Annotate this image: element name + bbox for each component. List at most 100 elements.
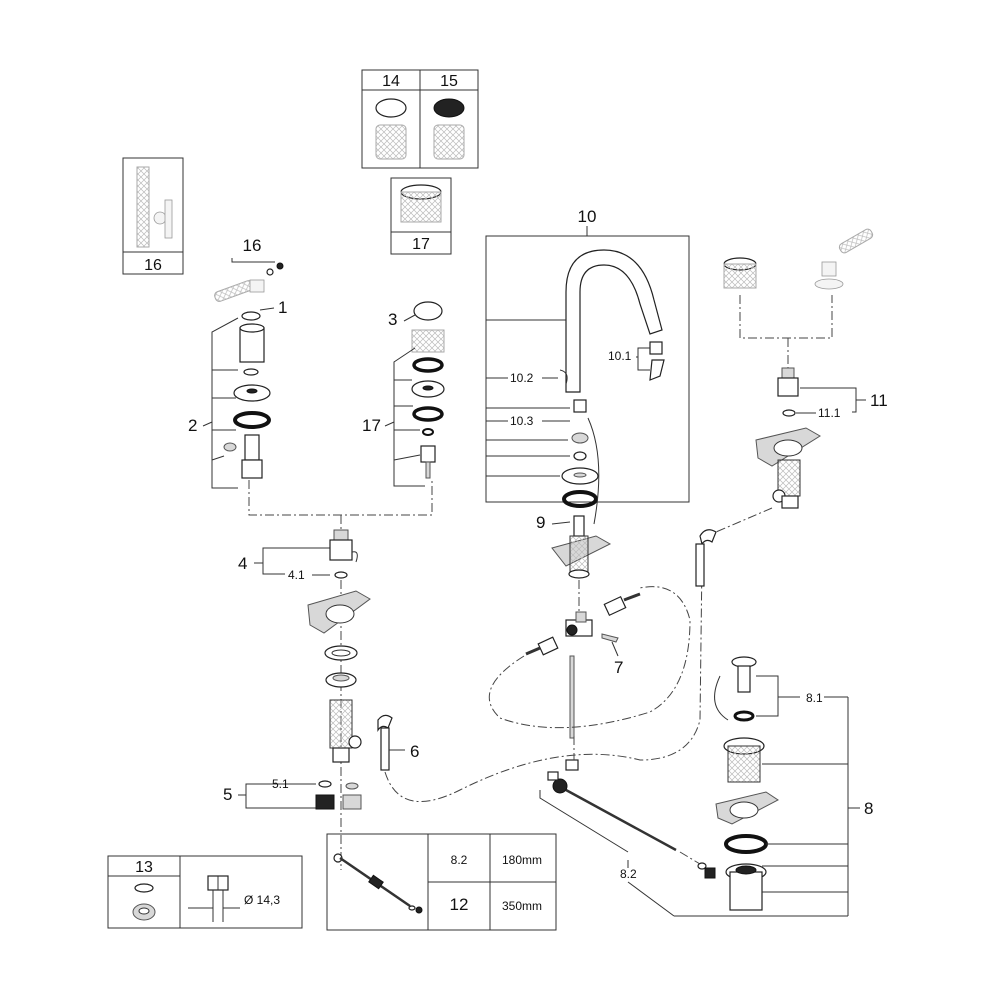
- table-row2-code: 12: [450, 895, 469, 914]
- nut-icon: [132, 903, 156, 921]
- label-17: 17: [362, 416, 381, 435]
- o-ring-icon: [233, 411, 271, 429]
- washer-icon: [243, 368, 259, 376]
- label-5-1: 5.1: [272, 777, 289, 791]
- hole-diameter-label: Ø 14,3: [244, 893, 280, 907]
- deck-plate-icon: [307, 590, 371, 634]
- knurled-knob-icon: [723, 257, 757, 289]
- cap-black-icon: [433, 98, 465, 118]
- o-ring-icon: [562, 490, 598, 508]
- label-3: 3: [388, 310, 397, 329]
- hole-dimension-icon: [188, 875, 240, 922]
- knob-knurled-icon: [433, 124, 465, 160]
- nut-icon: [241, 311, 261, 321]
- o-ring-icon: [733, 710, 755, 722]
- knob-assembly: 3 17: [362, 301, 445, 487]
- label-11-1: 11.1: [818, 406, 841, 420]
- nut-icon: [573, 399, 587, 413]
- box-14-15: 14 15: [361, 69, 479, 169]
- label-10-3: 10.3: [510, 414, 534, 428]
- box-14-number: 14: [382, 73, 400, 90]
- deck-plate-icon: [755, 427, 821, 467]
- spout-icon: [565, 249, 663, 393]
- drain-body-icon: [725, 863, 767, 911]
- right-valve-assembly: 11 11.1: [695, 228, 888, 587]
- o-ring-icon: [412, 406, 444, 422]
- box-16-number: 16: [144, 257, 162, 274]
- table-row1-length: 180mm: [502, 853, 542, 867]
- label-6: 6: [410, 742, 419, 761]
- label-16: 16: [243, 236, 262, 255]
- small-ring-icon: [422, 428, 434, 436]
- box-15-number: 15: [440, 73, 458, 90]
- label-7: 7: [614, 658, 623, 677]
- label-8-1: 8.1: [806, 691, 823, 705]
- elbow-hose-icon: [377, 714, 393, 771]
- label-2: 2: [188, 416, 197, 435]
- box-13-number: 13: [135, 859, 153, 876]
- label-11: 11: [870, 391, 888, 410]
- threaded-shank-icon: [772, 459, 801, 509]
- hex-nut-icon: [315, 794, 335, 810]
- flange-icon: [233, 384, 271, 402]
- box-17-number: 17: [412, 236, 430, 253]
- o-ring-icon: [724, 834, 768, 854]
- ring-icon: [571, 432, 589, 444]
- aerator-icon: [649, 341, 665, 381]
- ring-icon: [573, 451, 587, 461]
- cartridge-icon: [329, 529, 358, 563]
- left-handle-assembly: 16 1 2: [188, 236, 287, 489]
- small-washer-icon: [345, 782, 359, 790]
- knurled-ring-icon: [411, 329, 445, 353]
- box-16: 16: [122, 157, 184, 275]
- label-10: 10: [578, 207, 597, 226]
- label-4-1: 4.1: [288, 568, 305, 582]
- washer-icon: [134, 883, 154, 893]
- box-13: 13 Ø 14,3: [107, 855, 303, 929]
- spout-assembly: 10 10.2 10.1 10.3 9: [485, 207, 690, 612]
- pop-up-stopper-icon: [714, 656, 757, 721]
- drain-rod-icon: [547, 759, 677, 852]
- washer-icon: [561, 467, 599, 485]
- drain-assembly: 8.1 8: [539, 656, 873, 917]
- tee-connector-icon: [565, 611, 593, 637]
- knurled-ring-icon: [400, 184, 442, 223]
- washer-icon: [324, 645, 358, 661]
- knob-knurled-icon: [375, 124, 407, 160]
- cap-chrome-icon: [375, 98, 407, 118]
- small-washer-icon: [223, 442, 237, 452]
- nut-icon: [325, 672, 357, 688]
- hose-length-table: 8.2 180mm 12 350mm: [326, 833, 557, 931]
- label-8-2: 8.2: [620, 867, 637, 881]
- small-ring-icon: [782, 409, 796, 417]
- clip-icon: [601, 633, 619, 643]
- small-ring-icon: [334, 571, 348, 579]
- lever-handle-icon: [214, 262, 284, 302]
- flange-icon: [411, 380, 445, 398]
- cartridge-icon: [777, 367, 799, 397]
- label-4: 4: [238, 554, 247, 573]
- small-ring-icon: [697, 862, 707, 870]
- nut-icon: [704, 867, 716, 879]
- hose-with-fittings-icon: [333, 853, 423, 914]
- hose-connector-icon: [603, 592, 641, 617]
- label-8: 8: [864, 799, 873, 818]
- label-10-1: 10.1: [608, 349, 632, 363]
- hose-connector-icon: [525, 636, 559, 656]
- label-10-2: 10.2: [510, 371, 534, 385]
- spout-mount-icon: [551, 515, 612, 579]
- label-1: 1: [278, 298, 287, 317]
- small-washer-icon: [318, 780, 332, 788]
- mixing-tee-assembly: 7: [525, 592, 641, 739]
- box-17: 17: [390, 177, 452, 255]
- threaded-shank-icon: [329, 699, 362, 763]
- sleeve-icon: [239, 323, 265, 363]
- valve-body-icon: [420, 445, 436, 479]
- drain-flange-icon: [723, 737, 765, 783]
- valve-body-icon: [241, 434, 263, 479]
- table-row1-code: 8.2: [451, 853, 468, 867]
- lever-handle-icon: [136, 166, 173, 248]
- cap-icon: [413, 301, 443, 321]
- deck-plate-icon: [715, 791, 779, 825]
